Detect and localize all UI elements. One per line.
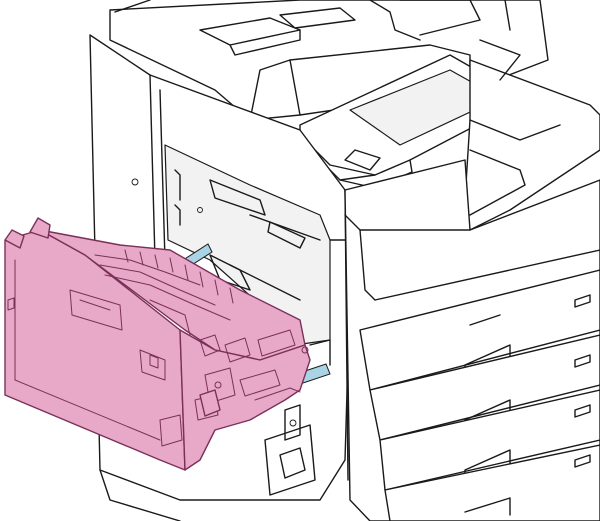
pulled-out-unit: [4, 217, 311, 471]
unit-handle: [199, 389, 221, 417]
paper-cassette-4: [384, 444, 600, 521]
base-front: [99, 404, 316, 521]
output-tray: [464, 39, 600, 231]
